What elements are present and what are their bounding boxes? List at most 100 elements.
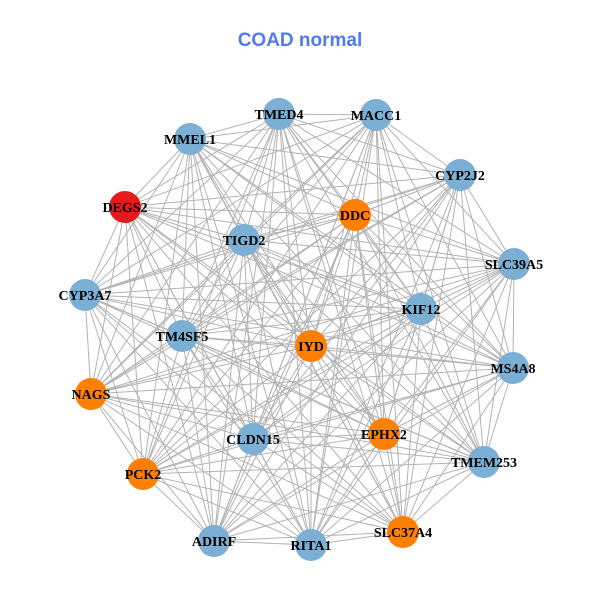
- edge-MS4A8-RITA1: [310, 367, 514, 546]
- edge-TM4SF5-TMEM253: [181, 335, 485, 463]
- edge-SLC39A5-EPHX2: [383, 263, 515, 435]
- node-label: MMEL1: [164, 133, 216, 148]
- edge-KIF12-IYD: [310, 308, 422, 347]
- edge-DDC-CYP3A7: [84, 214, 356, 296]
- edge-KIF12-SLC37A4: [402, 308, 422, 533]
- edge-CYP2J2-MS4A8: [459, 174, 514, 369]
- edge-CLDN15-RITA1: [252, 438, 312, 546]
- node-label: IYD: [298, 340, 324, 355]
- node-label: RITA1: [291, 539, 332, 554]
- edge-TMED4-IYD: [278, 113, 312, 347]
- edge-TIGD2-RITA1: [243, 239, 312, 546]
- edge-CYP3A7-MS4A8: [84, 294, 514, 369]
- edge-CYP2J2-SLC39A5: [459, 174, 515, 265]
- edge-TMEM253-SLC37A4: [402, 461, 485, 533]
- edge-TIGD2-SLC37A4: [243, 239, 404, 533]
- chart-title: COAD normal: [237, 30, 363, 51]
- edge-MACC1-TMEM253: [375, 114, 485, 463]
- edge-TIGD2-MS4A8: [243, 239, 514, 369]
- edge-TMED4-MACC1: [278, 113, 377, 116]
- edge-MACC1-DDC: [354, 114, 377, 216]
- edge-DEGS2-DDC: [124, 206, 356, 216]
- edge-MMEL1-MS4A8: [189, 138, 514, 369]
- node-label: TM4SF5: [156, 330, 209, 345]
- node-label: KIF12: [402, 303, 441, 318]
- node-circle: [498, 248, 530, 280]
- node-circle: [468, 446, 500, 478]
- node-PCK2: PCK2: [125, 458, 162, 490]
- node-SLC37A4: SLC37A4: [374, 516, 432, 548]
- edge-DDC-SLC39A5: [354, 214, 515, 265]
- node-ADIRF: ADIRF: [192, 525, 236, 557]
- node-TIGD2: TIGD2: [223, 224, 266, 256]
- edge-TM4SF5-NAGS: [90, 335, 183, 395]
- edge-DDC-RITA1: [310, 214, 356, 546]
- edge-CLDN15-PCK2: [142, 438, 254, 475]
- edge-MMEL1-TM4SF5: [181, 138, 191, 337]
- edge-KIF12-CLDN15: [252, 308, 422, 440]
- edge-TMED4-CYP3A7: [84, 113, 280, 296]
- edge-ADIRF-RITA1: [213, 540, 312, 546]
- edge-IYD-NAGS: [90, 345, 312, 395]
- node-circle: [127, 458, 159, 490]
- edge-NAGS-RITA1: [90, 393, 312, 546]
- edge-SLC39A5-MS4A8: [512, 263, 515, 369]
- edge-SLC39A5-SLC37A4: [402, 263, 515, 533]
- edge-SLC39A5-PCK2: [142, 263, 515, 475]
- edge-TM4SF5-ADIRF: [181, 335, 215, 542]
- edge-NAGS-EPHX2: [90, 393, 385, 435]
- edge-PCK2-SLC37A4: [142, 473, 404, 533]
- edge-DDC-EPHX2: [354, 214, 385, 435]
- node-circle: [75, 378, 107, 410]
- edge-DDC-NAGS: [90, 214, 356, 395]
- edge-CYP3A7-IYD: [84, 294, 312, 347]
- edge-MMEL1-EPHX2: [189, 138, 385, 435]
- edge-MS4A8-PCK2: [142, 367, 514, 475]
- node-circle: [109, 191, 141, 223]
- node-label: NAGS: [72, 388, 111, 403]
- edge-TM4SF5-EPHX2: [181, 335, 385, 435]
- node-CYP2J2: CYP2J2: [435, 159, 485, 191]
- node-label: PCK2: [125, 468, 162, 483]
- edge-MACC1-EPHX2: [375, 114, 385, 435]
- edge-EPHX2-PCK2: [142, 433, 385, 475]
- node-label: CYP2J2: [435, 169, 485, 184]
- node-MACC1: MACC1: [351, 99, 401, 131]
- edge-MACC1-SLC37A4: [375, 114, 404, 533]
- edge-IYD-MS4A8: [310, 345, 514, 369]
- node-circle: [228, 224, 260, 256]
- edge-TIGD2-CLDN15: [243, 239, 254, 440]
- edge-MACC1-MS4A8: [375, 114, 514, 369]
- edge-CYP2J2-TM4SF5: [181, 174, 461, 337]
- node-CYP3A7: CYP3A7: [59, 279, 112, 311]
- node-RITA1: RITA1: [291, 529, 332, 561]
- node-label: CYP3A7: [59, 289, 112, 304]
- edge-SLC39A5-TM4SF5: [181, 263, 515, 337]
- edge-MACC1-TM4SF5: [181, 114, 377, 337]
- node-IYD: IYD: [295, 330, 327, 362]
- node-label: TMEM253: [451, 456, 517, 471]
- node-circle: [339, 199, 371, 231]
- edge-DEGS2-CYP3A7: [84, 206, 126, 296]
- edge-TMED4-PCK2: [142, 113, 280, 475]
- node-MMEL1: MMEL1: [164, 123, 216, 155]
- edge-TIGD2-KIF12: [243, 239, 422, 310]
- edge-MS4A8-NAGS: [90, 367, 514, 395]
- edge-TM4SF5-PCK2: [142, 335, 183, 475]
- edge-IYD-TMEM253: [310, 345, 485, 463]
- node-circle: [405, 293, 437, 325]
- edge-CLDN15-TMEM253: [252, 438, 485, 463]
- edge-TM4SF5-CLDN15: [181, 335, 254, 440]
- edge-TMED4-CLDN15: [252, 113, 280, 440]
- node-label: TIGD2: [223, 234, 266, 249]
- edge-DDC-MS4A8: [354, 214, 514, 369]
- edge-EPHX2-TMEM253: [383, 433, 485, 463]
- edge-KIF12-NAGS: [90, 308, 422, 395]
- node-circle: [360, 99, 392, 131]
- edge-CYP3A7-KIF12: [84, 294, 422, 310]
- edge-TIGD2-PCK2: [142, 239, 245, 475]
- edge-DEGS2-PCK2: [124, 206, 144, 475]
- edge-TIGD2-SLC39A5: [243, 239, 515, 265]
